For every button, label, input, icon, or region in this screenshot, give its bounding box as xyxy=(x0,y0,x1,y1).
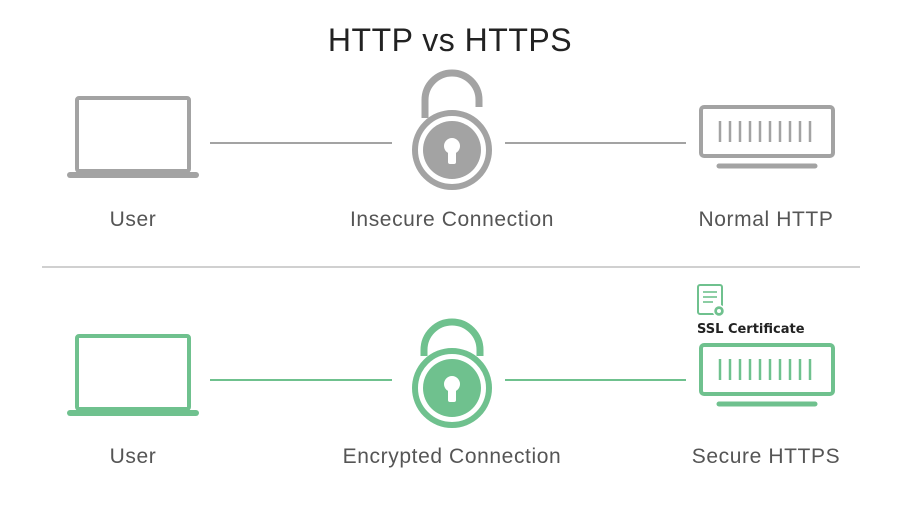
server-icon-https xyxy=(699,343,835,407)
insecure-connection-label: Insecure Connection xyxy=(349,208,555,231)
unlocked-padlock-icon xyxy=(412,69,492,190)
user-label-secure: User xyxy=(109,445,157,468)
laptop-icon-insecure xyxy=(67,96,199,178)
normal-http-label: Normal HTTP xyxy=(698,208,834,231)
certificate-icon xyxy=(697,284,726,318)
secure-https-label: Secure HTTPS xyxy=(691,445,841,468)
locked-padlock-icon xyxy=(412,318,492,428)
server-icon-http xyxy=(699,105,835,169)
user-label-insecure: User xyxy=(109,208,157,231)
ssl-certificate-label: SSL Certificate xyxy=(697,322,805,337)
encrypted-connection-label: Encrypted Connection xyxy=(342,445,562,468)
laptop-icon-secure xyxy=(67,334,199,416)
diagram-title: HTTP vs HTTPS xyxy=(327,22,573,58)
